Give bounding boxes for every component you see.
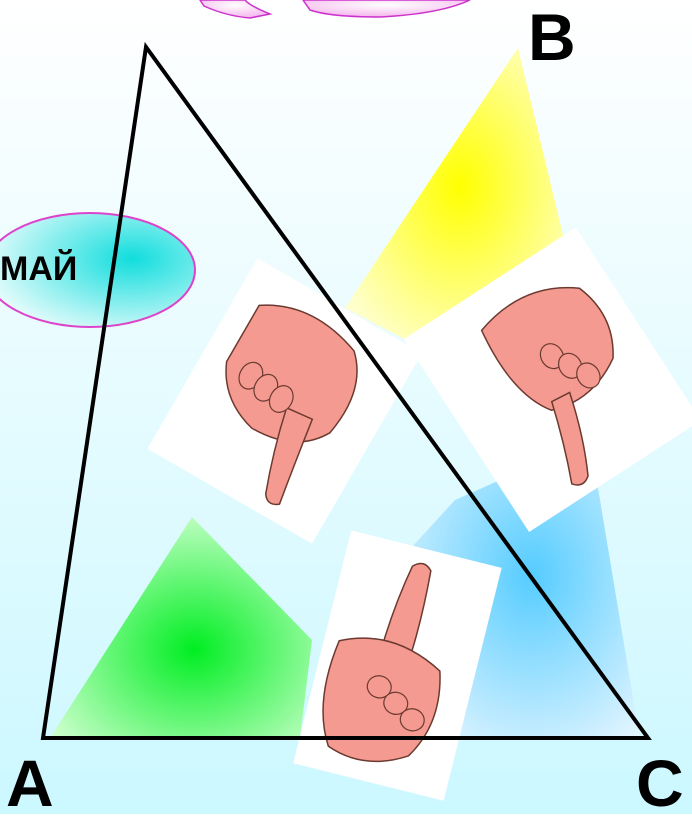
bubble-text: МАЙ <box>0 252 77 286</box>
vertex-label-a: A <box>6 750 54 816</box>
top-ornament <box>200 0 470 18</box>
vertex-label-b: B <box>528 4 576 70</box>
hand-card-pointing-up <box>293 530 501 800</box>
vertex-label-c: C <box>636 750 684 816</box>
green-shape <box>50 517 312 738</box>
